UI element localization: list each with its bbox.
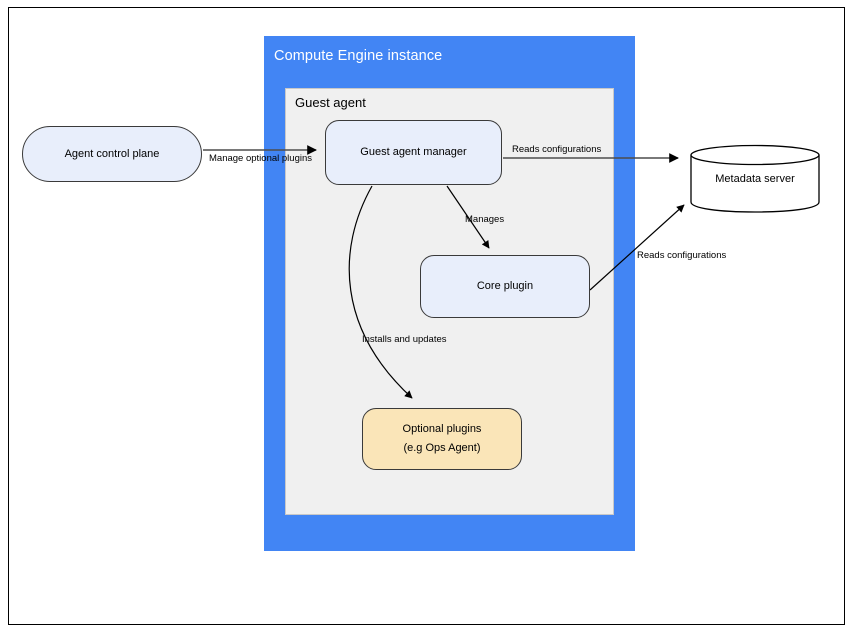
node-guest-agent-manager-label: Guest agent manager <box>360 146 467 159</box>
node-metadata-server[interactable]: Metadata server <box>690 144 820 213</box>
compute-engine-instance-title: Compute Engine instance <box>274 48 443 64</box>
edge-label-manages: Manages <box>465 214 505 225</box>
node-core-plugin[interactable]: Core plugin <box>420 255 590 318</box>
edge-label-installs-and-updates: Installs and updates <box>362 334 447 345</box>
node-optional-plugins-label-line2: (e.g Ops Agent) <box>403 442 481 454</box>
node-guest-agent-manager[interactable]: Guest agent manager <box>325 120 502 185</box>
edge-label-reads-configurations-core: Reads configurations <box>637 250 727 261</box>
page-border <box>8 7 845 625</box>
node-metadata-server-label: Metadata server <box>715 172 795 185</box>
node-agent-control-plane-label: Agent control plane <box>64 147 160 160</box>
edge-label-manage-optional-plugins: Manage optional plugins <box>209 153 312 164</box>
edge-label-reads-configurations-manager: Reads configurations <box>512 144 602 155</box>
node-optional-plugins-label-line1: Optional plugins <box>402 422 482 435</box>
node-agent-control-plane[interactable]: Agent control plane <box>22 126 202 182</box>
cylinder-icon <box>690 144 820 213</box>
node-optional-plugins[interactable]: Optional plugins (e.g Ops Agent) <box>362 408 522 470</box>
guest-agent-title: Guest agent <box>295 95 366 110</box>
node-core-plugin-label: Core plugin <box>476 280 534 293</box>
